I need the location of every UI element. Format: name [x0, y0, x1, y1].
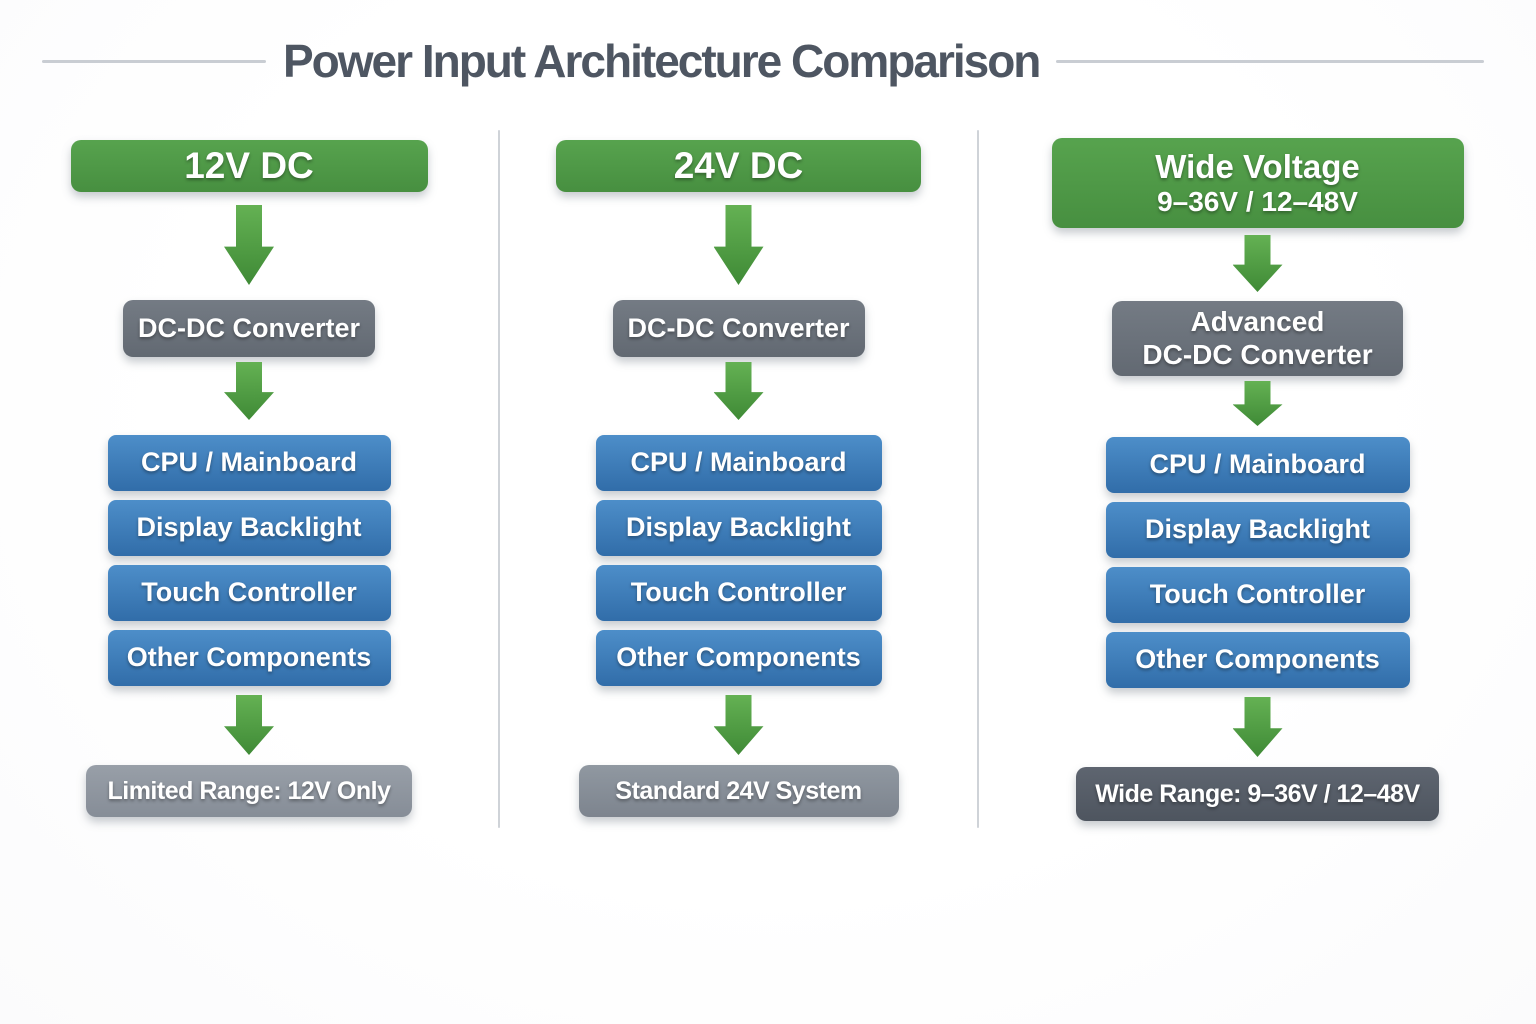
page-title: Power Input Architecture Comparison [283, 35, 1041, 87]
component-label: Other Components [126, 642, 372, 673]
power-input-range-label: 9–36V / 12–48V [1157, 185, 1358, 217]
down-arrow-icon [224, 205, 274, 285]
component-label: CPU / Mainboard [630, 447, 847, 478]
converter-label: DC-DC Converter [137, 312, 361, 343]
component-box: CPU / Mainboard [107, 435, 391, 491]
component-label: Display Backlight [136, 512, 362, 543]
down-arrow-icon [713, 362, 764, 420]
down-arrow-icon [1232, 235, 1283, 292]
power-input-label: 12V DC [184, 144, 314, 186]
result-box: Wide Range: 9–36V / 12–48V [1076, 767, 1439, 821]
converter-box: DC-DC Converter [612, 300, 865, 357]
down-arrow-icon [1232, 381, 1283, 426]
title-rule-right [1056, 59, 1484, 63]
component-box: Other Components [107, 630, 391, 686]
down-arrow-icon [713, 205, 764, 285]
power-input-box: 12V DC [70, 140, 428, 192]
component-box: Touch Controller [1105, 567, 1410, 623]
column-12v-dc: 12V DC DC-DC Converter CPU / Mainboard D… [0, 140, 498, 817]
component-label: Other Components [616, 642, 861, 673]
component-label: CPU / Mainboard [140, 447, 357, 478]
power-input-label: 24V DC [673, 144, 804, 186]
down-arrow-icon [1232, 697, 1283, 757]
component-box: Display Backlight [1105, 502, 1410, 558]
component-label: Display Backlight [1144, 514, 1371, 545]
component-box: Other Components [1105, 632, 1410, 688]
component-box: CPU / Mainboard [1105, 437, 1410, 493]
column-divider [977, 130, 979, 828]
component-stack: CPU / Mainboard Display Backlight Touch … [1105, 437, 1410, 688]
column-divider [498, 130, 500, 828]
converter-label: DC-DC Converter [627, 312, 850, 343]
result-box: Limited Range: 12V Only [86, 765, 412, 817]
result-label: Wide Range: 9–36V / 12–48V [1095, 779, 1420, 808]
column-wide-voltage: Wide Voltage 9–36V / 12–48V Advanced DC-… [979, 138, 1536, 821]
column-24v-dc: 24V DC DC-DC Converter CPU / Mainboard D… [500, 140, 977, 817]
power-input-box: Wide Voltage 9–36V / 12–48V [1051, 138, 1464, 228]
component-label: Touch Controller [630, 577, 847, 608]
component-label: Other Components [1135, 644, 1380, 675]
component-label: Touch Controller [1149, 579, 1366, 610]
down-arrow-icon [224, 695, 274, 755]
component-label: CPU / Mainboard [1149, 449, 1366, 480]
converter-label-line2: DC-DC Converter [1142, 338, 1373, 370]
power-input-label: Wide Voltage [1155, 147, 1360, 185]
component-box: CPU / Mainboard [595, 435, 882, 491]
component-label: Touch Controller [141, 577, 357, 608]
component-box: Display Backlight [595, 500, 882, 556]
comparison-columns: 12V DC DC-DC Converter CPU / Mainboard D… [0, 130, 1536, 828]
component-box: Touch Controller [107, 565, 391, 621]
converter-box: Advanced DC-DC Converter [1112, 301, 1403, 376]
result-label: Standard 24V System [615, 776, 862, 805]
component-stack: CPU / Mainboard Display Backlight Touch … [107, 435, 391, 686]
component-box: Display Backlight [107, 500, 391, 556]
header: Power Input Architecture Comparison [0, 30, 1536, 92]
component-box: Other Components [595, 630, 882, 686]
result-box: Standard 24V System [578, 765, 899, 817]
down-arrow-icon [713, 695, 764, 755]
component-box: Touch Controller [595, 565, 882, 621]
component-label: Display Backlight [625, 512, 852, 543]
title-rule-left [42, 59, 266, 63]
down-arrow-icon [224, 362, 274, 420]
converter-label: Advanced [1190, 306, 1325, 338]
component-stack: CPU / Mainboard Display Backlight Touch … [595, 435, 882, 686]
result-label: Limited Range: 12V Only [107, 776, 391, 805]
power-input-box: 24V DC [556, 140, 921, 192]
converter-box: DC-DC Converter [123, 300, 375, 357]
